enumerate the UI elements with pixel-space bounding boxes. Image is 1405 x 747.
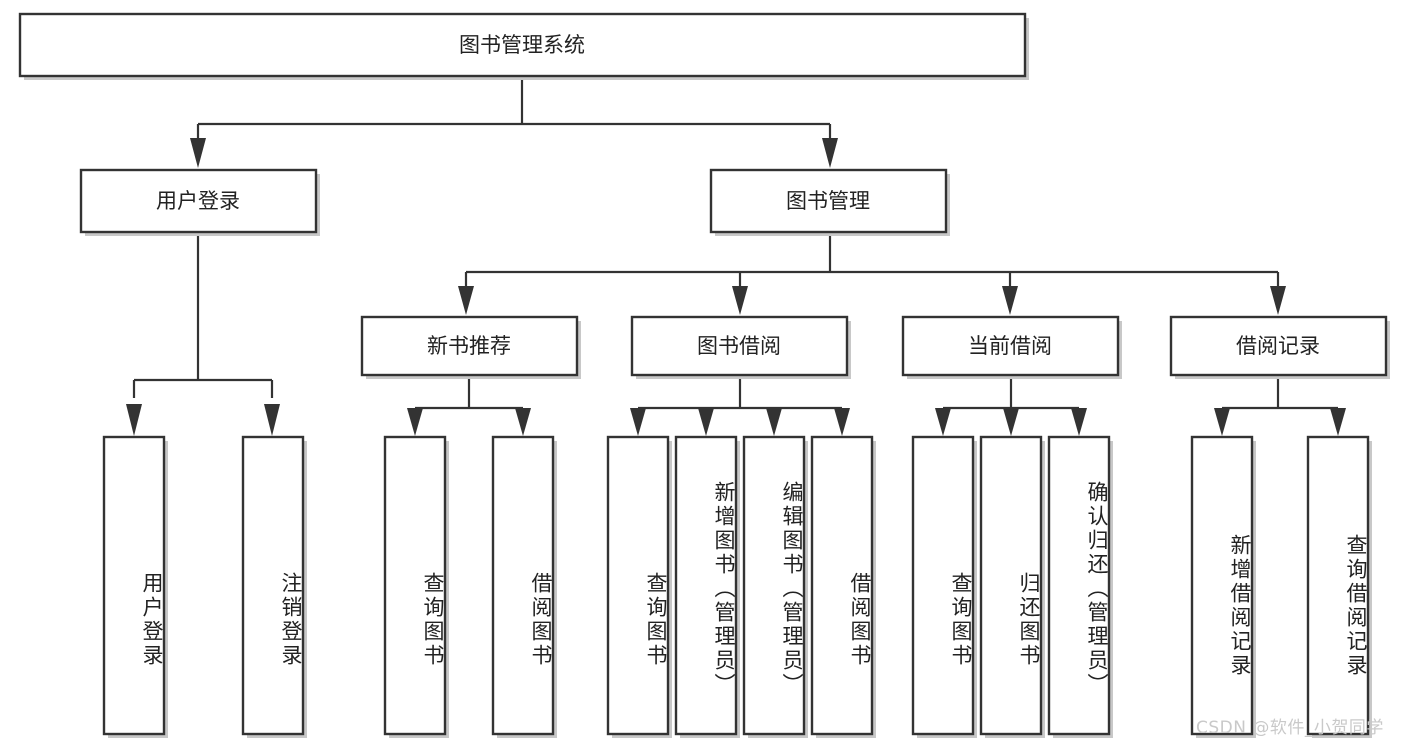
node-leaf-edit-book[interactable] xyxy=(742,435,808,738)
node-leaf-add-book[interactable] xyxy=(674,435,740,738)
node-current-borrow[interactable]: 当前借阅 xyxy=(901,315,1122,379)
connectors-newbook-to-leaves xyxy=(407,375,531,436)
connectors-userlogin-to-leaves xyxy=(126,233,280,436)
node-leaf-return-book[interactable] xyxy=(979,435,1045,738)
node-current-borrow-label: 当前借阅 xyxy=(968,334,1052,358)
node-leaf-query-book-2[interactable] xyxy=(606,435,672,738)
node-leaf-user-login[interactable] xyxy=(102,435,168,738)
node-book-manage[interactable]: 图书管理 xyxy=(709,168,950,236)
node-leaf-query-record[interactable] xyxy=(1306,435,1372,738)
node-borrow-record[interactable]: 借阅记录 xyxy=(1169,315,1390,379)
node-book-borrow-label: 图书借阅 xyxy=(697,334,781,358)
node-user-login-label: 用户登录 xyxy=(156,189,240,213)
node-root[interactable]: 图书管理系统 xyxy=(18,12,1029,80)
node-leaf-borrow-book-1[interactable] xyxy=(491,435,557,738)
watermark-text: CSDN @软件_小贺同学 xyxy=(1196,718,1384,738)
connectors-borrowrecord-to-leaves xyxy=(1214,375,1346,436)
node-user-login[interactable]: 用户登录 xyxy=(79,168,320,236)
node-leaf-borrow-book-2[interactable] xyxy=(810,435,876,738)
connectors-bookmanage-to-level3 xyxy=(458,233,1286,315)
connectors-bookborrow-to-leaves xyxy=(630,375,850,436)
node-book-borrow[interactable]: 图书借阅 xyxy=(630,315,851,379)
node-leaf-add-record[interactable] xyxy=(1190,435,1256,738)
node-borrow-record-label: 借阅记录 xyxy=(1236,334,1320,358)
node-leaf-logout[interactable] xyxy=(241,435,307,738)
connectors-currentborrow-to-leaves xyxy=(935,375,1087,436)
node-new-book-rec-label: 新书推荐 xyxy=(427,334,511,358)
connectors-root-to-level2 xyxy=(190,78,838,168)
node-root-label: 图书管理系统 xyxy=(459,33,585,57)
node-leaf-query-book-3[interactable] xyxy=(911,435,977,738)
node-book-manage-label: 图书管理 xyxy=(786,189,870,213)
node-leaf-confirm-return[interactable] xyxy=(1047,435,1113,738)
node-new-book-rec[interactable]: 新书推荐 xyxy=(360,315,581,379)
node-leaf-query-book-1[interactable] xyxy=(383,435,449,738)
